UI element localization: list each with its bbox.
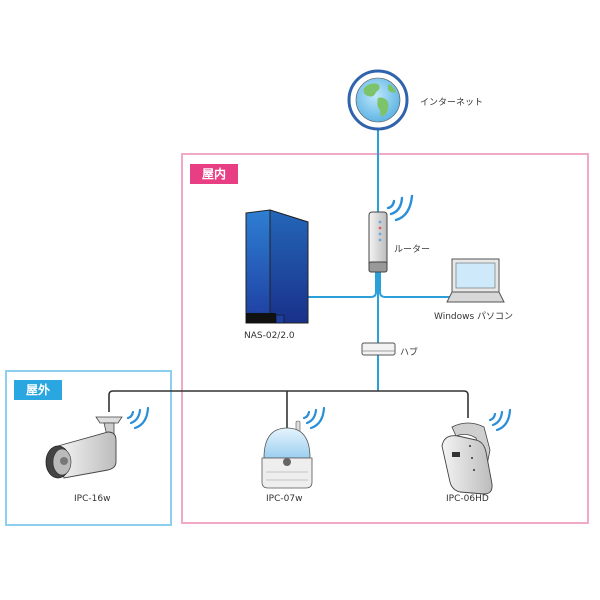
outdoor-zone-label: 屋外 bbox=[14, 380, 62, 400]
nas-label: NAS-02/2.0 bbox=[244, 331, 295, 341]
cam3-wifi-icon bbox=[488, 408, 512, 432]
cam1-label: IPC-16w bbox=[74, 494, 111, 504]
pc-label: Windows パソコン bbox=[434, 312, 514, 322]
hub-icon bbox=[361, 342, 396, 356]
nas-icon bbox=[245, 209, 309, 324]
cam1-wifi-icon bbox=[126, 406, 150, 430]
internet-label: インターネット bbox=[420, 98, 484, 108]
router-pc-link bbox=[379, 272, 450, 298]
compact-camera-icon bbox=[441, 422, 493, 495]
indoor-zone bbox=[181, 153, 589, 524]
hub-label: ハブ bbox=[400, 348, 419, 358]
cam2-wifi-icon bbox=[302, 406, 326, 430]
camera-bus bbox=[108, 390, 469, 418]
bullet-camera-icon bbox=[45, 416, 123, 479]
dome-camera-icon bbox=[261, 420, 313, 489]
cam3-label: IPC-06HD bbox=[446, 494, 489, 504]
router-label: ルーター bbox=[394, 245, 431, 255]
router-icon bbox=[368, 211, 388, 273]
camera-lines bbox=[108, 390, 469, 428]
indoor-zone-label: 屋内 bbox=[190, 164, 238, 184]
outdoor-zone bbox=[5, 370, 172, 526]
network-lines bbox=[305, 128, 450, 391]
laptop-icon bbox=[446, 258, 505, 303]
router-wifi-icon bbox=[386, 194, 414, 222]
cam2-label: IPC-07w bbox=[266, 494, 303, 504]
router-nas-link bbox=[305, 272, 377, 298]
globe-icon bbox=[347, 69, 409, 131]
